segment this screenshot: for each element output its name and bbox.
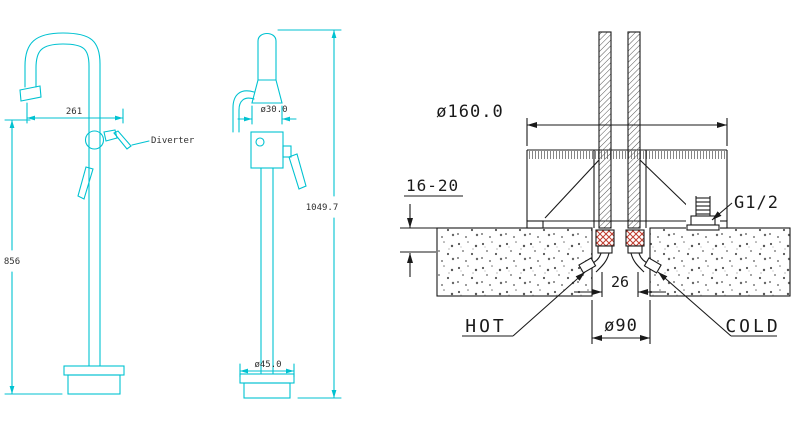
valve-body [250,131,284,169]
front-view [4,32,150,395]
diverter-ring [84,130,105,150]
mixer-handle [77,166,94,200]
mounting-nut [690,215,716,226]
hot-hose-inner [595,252,610,273]
hot-supply-pipe [598,31,612,229]
floor-slab-right [649,227,791,297]
hot-hose-end [578,257,597,274]
base-flange-front [63,365,125,376]
diverter-lever [113,130,132,150]
section-dimension-lines [400,118,777,344]
installation-section [400,31,791,344]
base-flange-side [239,373,295,384]
hot-supply-text: HOT [465,316,507,337]
thread-leader-line [711,202,733,221]
hot-connector-nut [595,229,615,247]
gooseneck-spout-inner [35,43,90,91]
cold-connector [625,229,662,274]
wand-holder-inner [238,97,255,133]
dim-handshower-diameter-text: ø30.0 [260,105,287,115]
cover-foot-left [526,220,544,229]
dim-overall-height-text: 1049.7 [306,203,339,213]
cold-leader-line [657,271,732,337]
base-body-front [67,374,121,395]
cold-connector-nut [625,229,645,247]
front-view-dimension-lines [4,102,150,395]
hot-connector [578,229,615,274]
handle-hub [282,145,292,158]
dim-floor-hole-diameter-text: ø90 [604,316,638,336]
diverter-leader-line [131,140,150,146]
dim-spout-reach-text: 261 [66,107,82,117]
floor-slab-left [436,227,593,297]
side-view-dimension-lines [237,29,342,399]
wand-holder-outer [232,90,255,133]
cold-hose-inner [630,252,645,273]
diverter-label-text: Diverter [151,136,195,146]
base-body-side [243,382,291,399]
hot-locknut [597,245,613,254]
cold-supply-text: COLD [725,316,780,337]
cold-hose-end [643,257,662,274]
faucet-dimension-labels: 261 Diverter 856 ø30.0 1049.7 ø45.0 [4,105,338,370]
spout-aerator [19,85,42,102]
supply-pipes [598,31,641,229]
mounting-washer [686,224,720,231]
faucet-views [4,29,342,399]
gooseneck-spout-outer [24,32,101,91]
cold-locknut [627,245,643,254]
diverter-knob [103,129,118,142]
handshower-head [251,79,283,104]
mounting-fitting [686,194,720,232]
dim-base-diameter-text: ø45.0 [254,360,281,370]
thread-size-text: G1/2 [734,193,779,213]
dim-inlet-spacing-text: 26 [611,273,629,291]
dim-deck-thickness-text: 16-20 [406,176,459,195]
handshower-wand [257,32,277,81]
installation-labels: ø160.0 16-20 G1/2 26 ø90 HOT COLD [406,102,780,337]
valve-detail [255,137,265,147]
cold-supply-pipe [627,31,641,229]
side-lever [288,153,307,190]
dim-spout-height-text: 856 [4,257,20,267]
dim-cover-plate-diameter-text: ø160.0 [436,102,503,122]
side-view [232,29,342,399]
hot-leader-line [512,271,586,337]
cover-dome-left [544,159,600,219]
